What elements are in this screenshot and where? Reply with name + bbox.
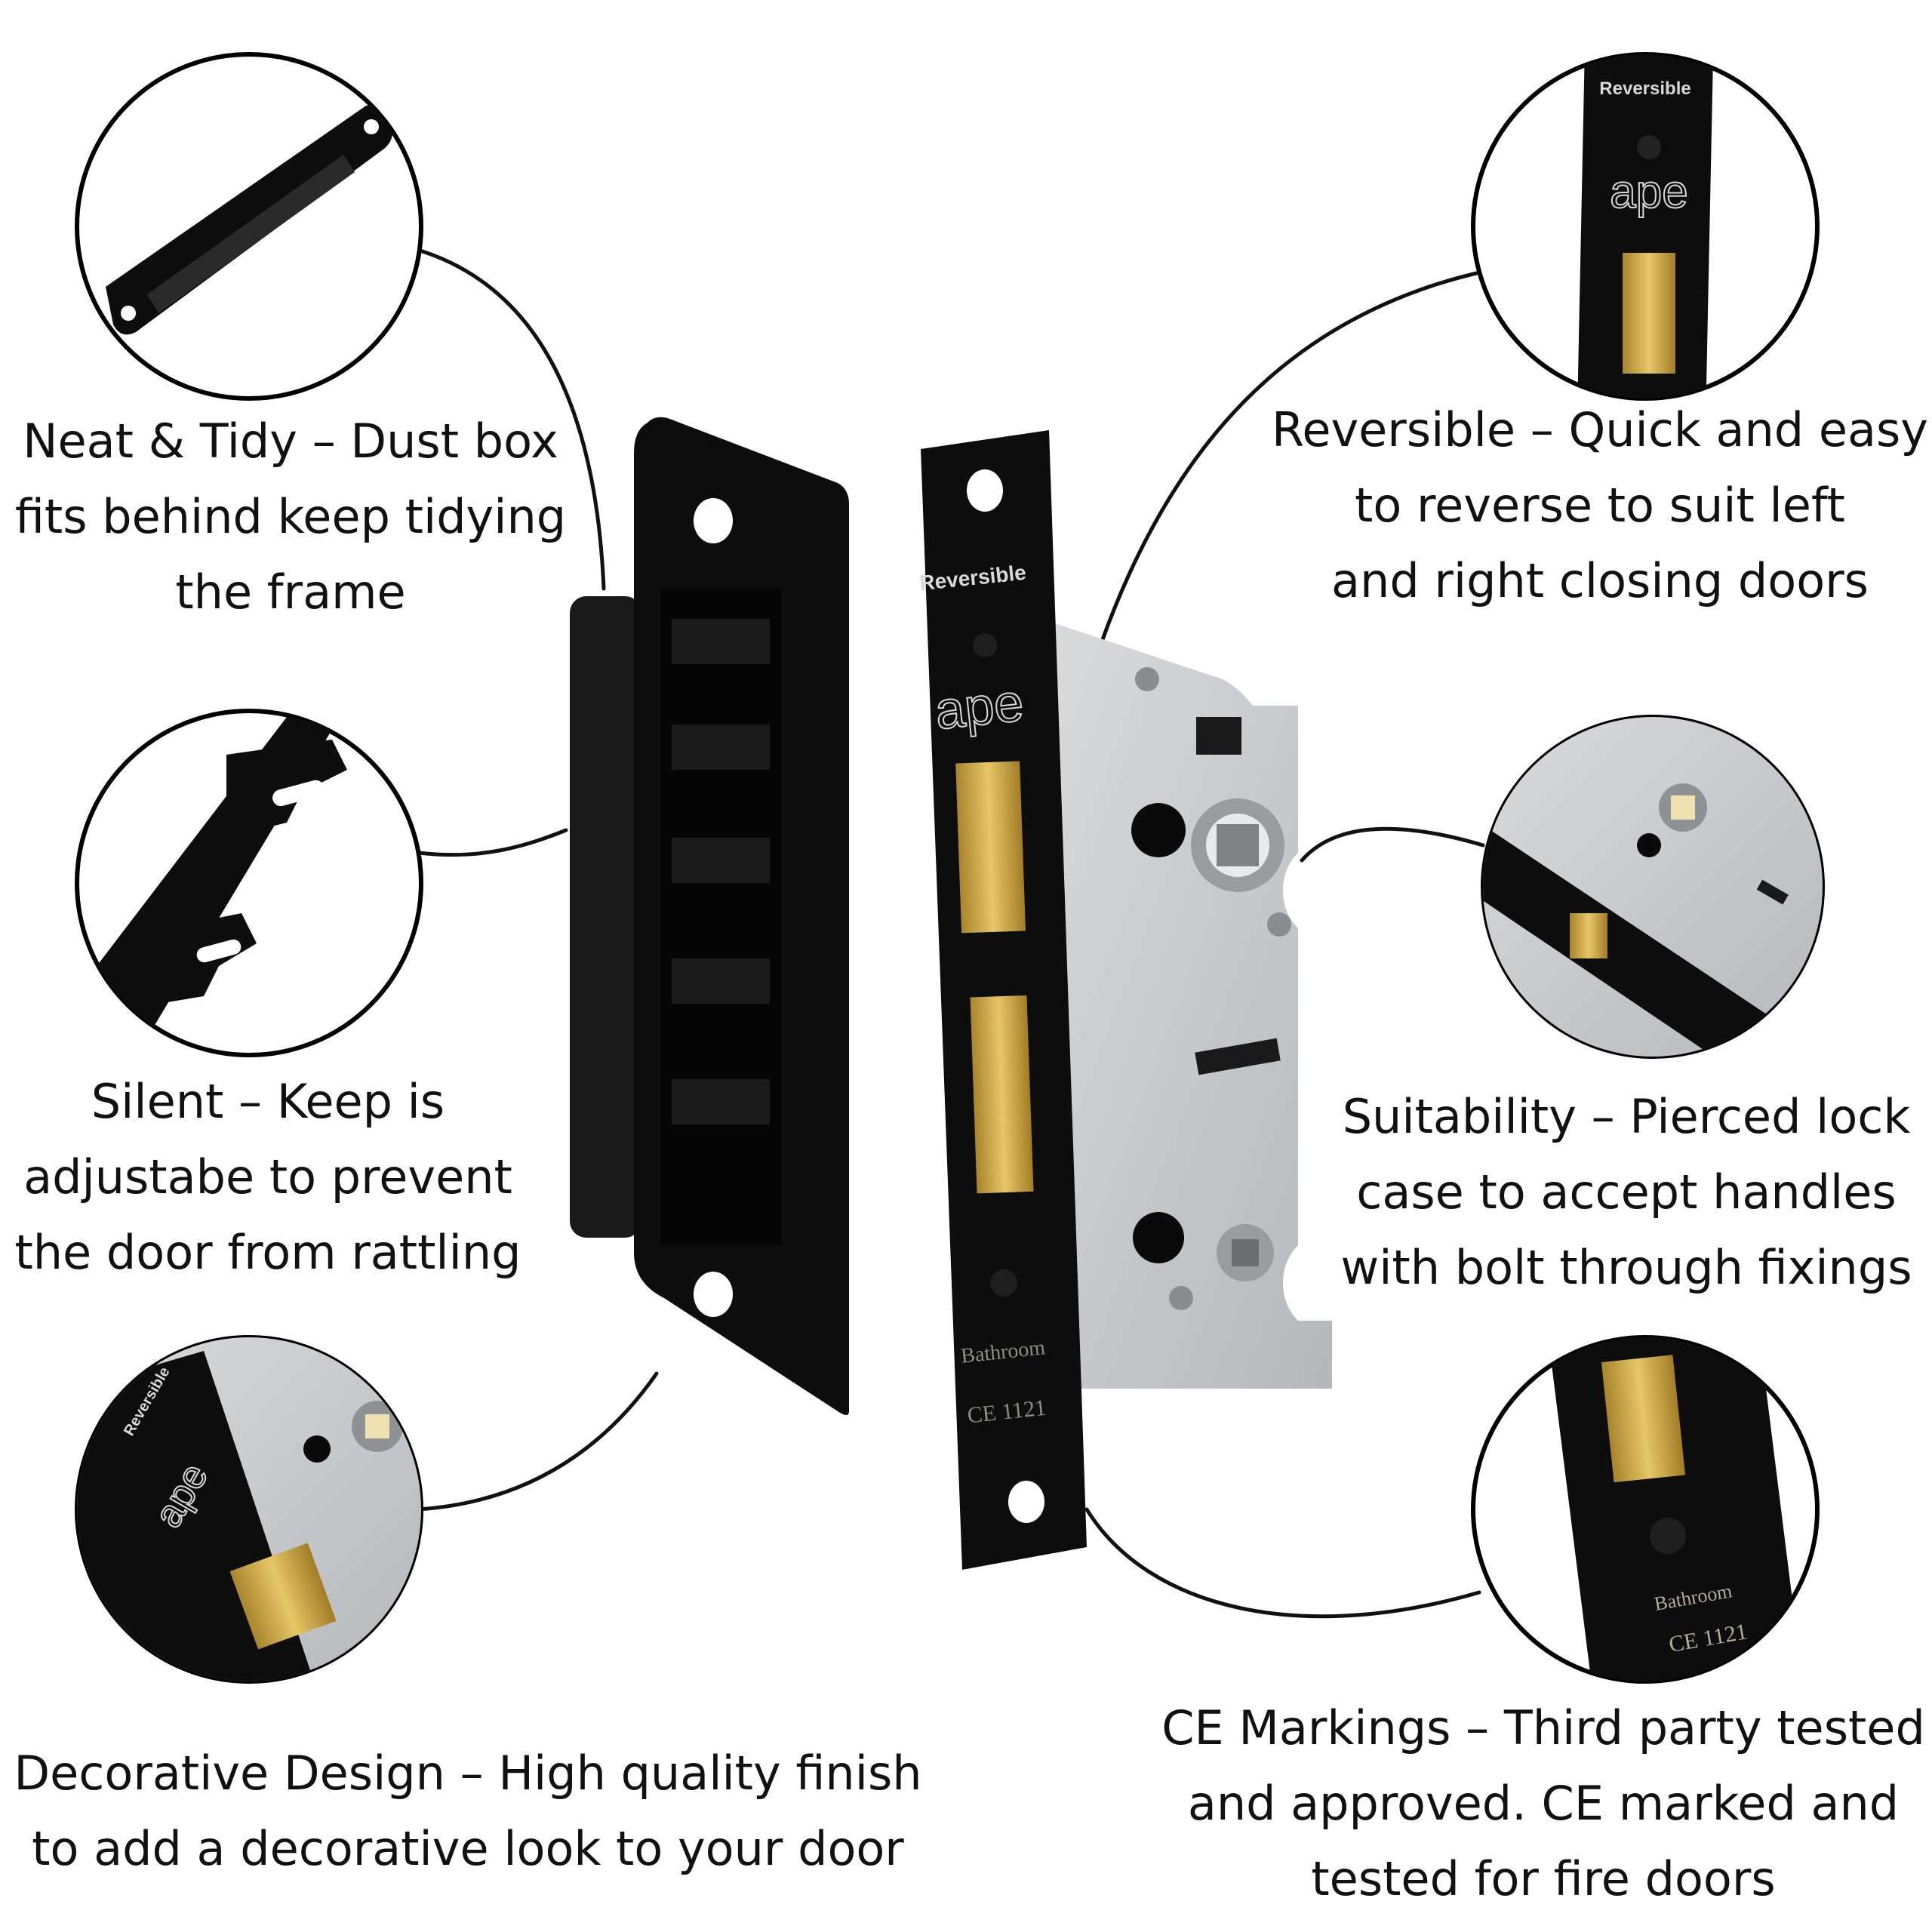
- caption-line: to reverse to suit left: [1355, 478, 1845, 533]
- caption-line: with bolt through fixings: [1340, 1240, 1912, 1295]
- ce-markings-detail-circle: Bathroom CE 1121: [1471, 1335, 1820, 1684]
- dust-box-detail-circle: [75, 52, 423, 401]
- caption-line: Neat & Tidy – Dust box: [23, 414, 558, 469]
- reversible-caption: Reversible – Quick and easy to reverse t…: [1268, 392, 1932, 619]
- silent-caption: Silent – Keep is adjustabe to prevent th…: [4, 1064, 532, 1291]
- caption-line: Suitability – Pierced lock: [1342, 1089, 1911, 1144]
- caption-line: adjustabe to prevent: [23, 1149, 512, 1204]
- caption-line: Silent – Keep is: [91, 1074, 445, 1129]
- forend-brand-logo: ape: [932, 672, 1026, 740]
- caption-line: fits behind keep tidying: [14, 489, 567, 544]
- caption-line: and right closing doors: [1331, 553, 1869, 608]
- caption-line: Decorative Design – High quality finish: [14, 1746, 922, 1801]
- adjustable-keep-detail-circle: [75, 709, 423, 1057]
- lock-case: [1041, 619, 1332, 1389]
- pierced-case-detail-circle: [1481, 715, 1825, 1059]
- forend-plate: Reversible ape Bathroom CE 1121: [918, 430, 1087, 1570]
- caption-line: and approved. CE marked and: [1187, 1776, 1900, 1831]
- caption-line: the frame: [175, 565, 406, 620]
- connector-lines: [413, 247, 1485, 1619]
- decorative-design-detail-circle: Reversible ape: [75, 1335, 423, 1684]
- caption-line: Reversible – Quick and easy: [1272, 402, 1928, 457]
- caption-line: case to accept handles: [1356, 1164, 1897, 1220]
- reversible-forend-detail-circle: Reversible ape: [1471, 52, 1820, 401]
- caption-line: tested for fire doors: [1311, 1851, 1776, 1906]
- circle-reversible-heading: Reversible: [1599, 78, 1690, 99]
- caption-line: CE Markings – Third party tested: [1161, 1700, 1925, 1755]
- suitability-caption: Suitability – Pierced lock case to accep…: [1324, 1079, 1928, 1306]
- caption-line: to add a decorative look to your door: [32, 1821, 904, 1876]
- neat-tidy-caption: Neat & Tidy – Dust box fits behind keep …: [4, 404, 577, 630]
- keep-plate: [570, 417, 849, 1415]
- caption-line: the door from rattling: [14, 1225, 521, 1280]
- ce-markings-caption: CE Markings – Third party tested and app…: [1158, 1690, 1928, 1917]
- circle-ape-logo: ape: [1610, 166, 1687, 218]
- decorative-design-caption: Decorative Design – High quality finish …: [4, 1736, 932, 1887]
